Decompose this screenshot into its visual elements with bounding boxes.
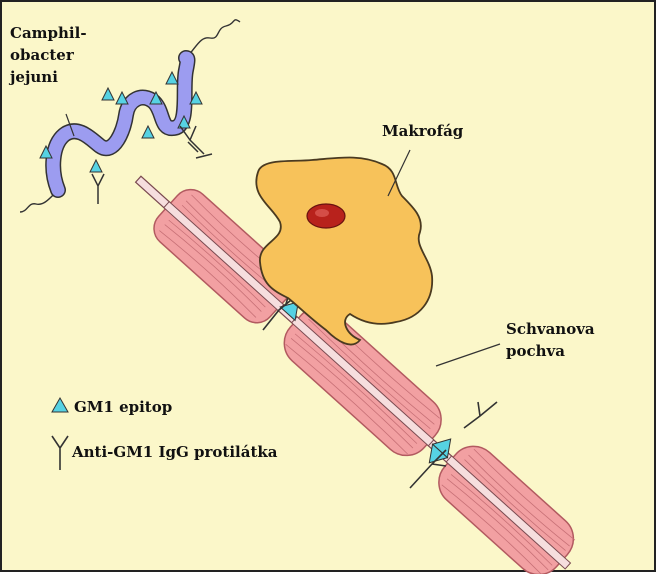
- label-macrophage: Makrofág: [382, 122, 464, 140]
- label-schwann-line2: pochva: [506, 342, 565, 360]
- label-bacterium-line2: obacter: [10, 46, 75, 64]
- label-schwann-line1: Schvanova: [506, 320, 595, 338]
- legend-epitope-label: GM1 epitop: [74, 398, 172, 416]
- legend-antibody-label: Anti-GM1 IgG protilátka: [71, 443, 278, 461]
- label-bacterium-line1: Camphil-: [10, 24, 87, 42]
- nucleus-highlight: [315, 209, 329, 217]
- label-bacterium-line3: jejuni: [8, 68, 58, 86]
